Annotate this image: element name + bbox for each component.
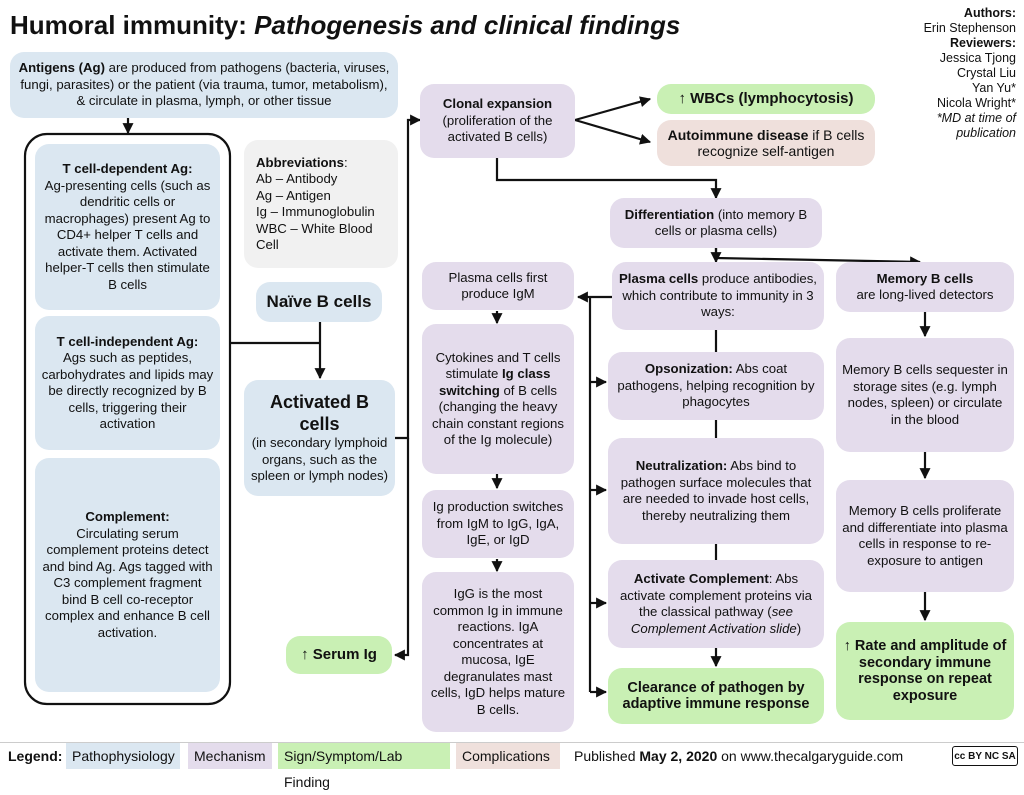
clonal-expansion-box: Clonal expansion (proliferation of the a… [420,84,575,158]
t-cell-dependent-box: T cell-dependent Ag: Ag-presenting cells… [35,144,220,310]
legend-mechanism: Mechanism [188,743,272,769]
antigens-box: Antigens (Ag) are produced from pathogen… [10,52,398,118]
abbreviations-box: Abbreviations: Ab – Antibody Ag – Antige… [244,140,398,268]
reviewer-name: Nicola Wright* [937,96,1016,110]
memory-sequester-box: Memory B cells sequester in storage site… [836,338,1014,452]
legend-bar: Legend: Pathophysiology Mechanism Sign/S… [0,742,1024,790]
reviewer-name: Yan Yu* [971,81,1016,95]
activate-complement-box: Activate Complement: Abs activate comple… [608,560,824,648]
naive-b-cells-box: Naïve B cells [256,282,382,322]
reviewer-name: Jessica Tjong [939,51,1016,65]
legend-complications: Complications [456,743,560,769]
reviewer-note: *MD at time of publication [936,111,1016,140]
ig-switch-box: Ig production switches from IgM to IgG, … [422,490,574,558]
opsonization-box: Opsonization: Abs coat pathogens, helpin… [608,352,824,420]
published-text: Published May 2, 2020 on www.thecalgaryg… [574,748,904,764]
memory-proliferate-box: Memory B cells proliferate and different… [836,480,1014,592]
legend-sign-symptom: Sign/Symptom/Lab Finding [278,743,450,790]
plasma-first-igm-box: Plasma cells first produce IgM [422,262,574,310]
serum-ig-box: ↑ Serum Ig [286,636,392,674]
page-title: Humoral immunity: Pathogenesis and clini… [10,10,681,40]
memory-b-cells-box: Memory B cells are long-lived detectors [836,262,1014,312]
reviewer-name: Crystal Liu [956,66,1016,80]
differentiation-box: Differentiation (into memory B cells or … [610,198,822,248]
rate-amplitude-box: ↑ Rate and amplitude of secondary immune… [836,622,1014,720]
t-cell-independent-box: T cell-independent Ag: Ags such as pepti… [35,316,220,450]
complement-box: Complement: Circulating serum complement… [35,458,220,692]
legend-pathophysiology: Pathophysiology [66,743,180,769]
neutralization-box: Neutralization: Abs bind to pathogen sur… [608,438,824,544]
clearance-box: Clearance of pathogen by adaptive immune… [608,668,824,724]
author-name: Erin Stephenson [923,21,1016,35]
autoimmune-box: Autoimmune disease if B cells recognize … [657,120,875,166]
legend-label: Legend: [8,748,63,764]
cytokines-box: Cytokines and T cells stimulate Ig class… [422,324,574,474]
ig-types-box: IgG is the most common Ig in immune reac… [422,572,574,732]
plasma-cells-box: Plasma cells produce antibodies, which c… [612,262,824,330]
activated-b-cells-box: Activated B cells (in secondary lymphoid… [244,380,395,496]
wbcs-box: ↑ WBCs (lymphocytosis) [657,84,875,114]
authors-label: Authors: [963,6,1016,20]
authors-block: Authors: Erin Stephenson Reviewers: Jess… [916,6,1016,141]
reviewers-label: Reviewers: [949,36,1016,50]
cc-license-icon: cc BY NC SA [952,746,1018,766]
connector-lines [23,96,931,706]
